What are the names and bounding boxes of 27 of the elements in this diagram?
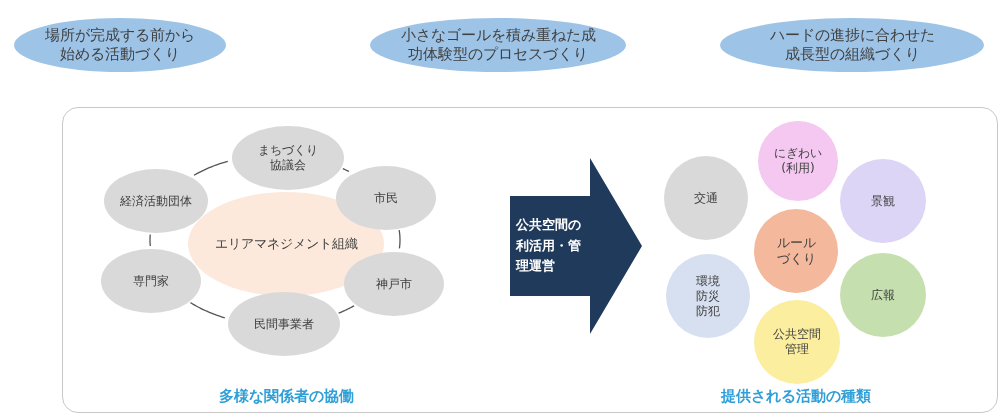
- node-label: にぎわい(利用): [774, 146, 822, 176]
- connector-line: [148, 233, 151, 247]
- node-label: 神戸市: [375, 276, 413, 292]
- node-label: 小さなゴールを積み重ねた成功体験型のプロセスづくり: [400, 26, 596, 64]
- connector-line: [398, 229, 401, 249]
- panel-background: [62, 107, 998, 413]
- node-label: ハードの進捗に合わせた成長型の組織づくり: [769, 26, 935, 64]
- connector-line: [192, 160, 228, 176]
- node-label: 市民: [373, 190, 399, 206]
- node-label: 民間事業者: [254, 316, 314, 332]
- connector-line: [189, 301, 225, 318]
- node-label: 公共空間管理: [773, 327, 821, 357]
- section-caption: 多様な関係者の協働: [218, 387, 354, 406]
- node-label: 経済活動団体: [119, 193, 193, 209]
- node-label: ルールづくり: [776, 234, 816, 268]
- node-label: まちづくり協議会: [258, 143, 318, 173]
- node-label: 交通: [693, 190, 719, 206]
- process-arrow: [510, 158, 642, 334]
- node-label: 場所が完成する前から始める活動づくり: [45, 26, 195, 64]
- node-label: 広報: [870, 287, 896, 303]
- node-label: 専門家: [132, 273, 170, 289]
- connector-line: [337, 304, 355, 314]
- connector-line: [341, 167, 350, 172]
- arrow-label: 公共空間の利活用・管理運営: [516, 215, 581, 276]
- node-label: 景観: [870, 193, 896, 209]
- node-label: エリアマネジメント組織: [213, 235, 359, 253]
- node-label: 環境防災防犯: [696, 273, 720, 319]
